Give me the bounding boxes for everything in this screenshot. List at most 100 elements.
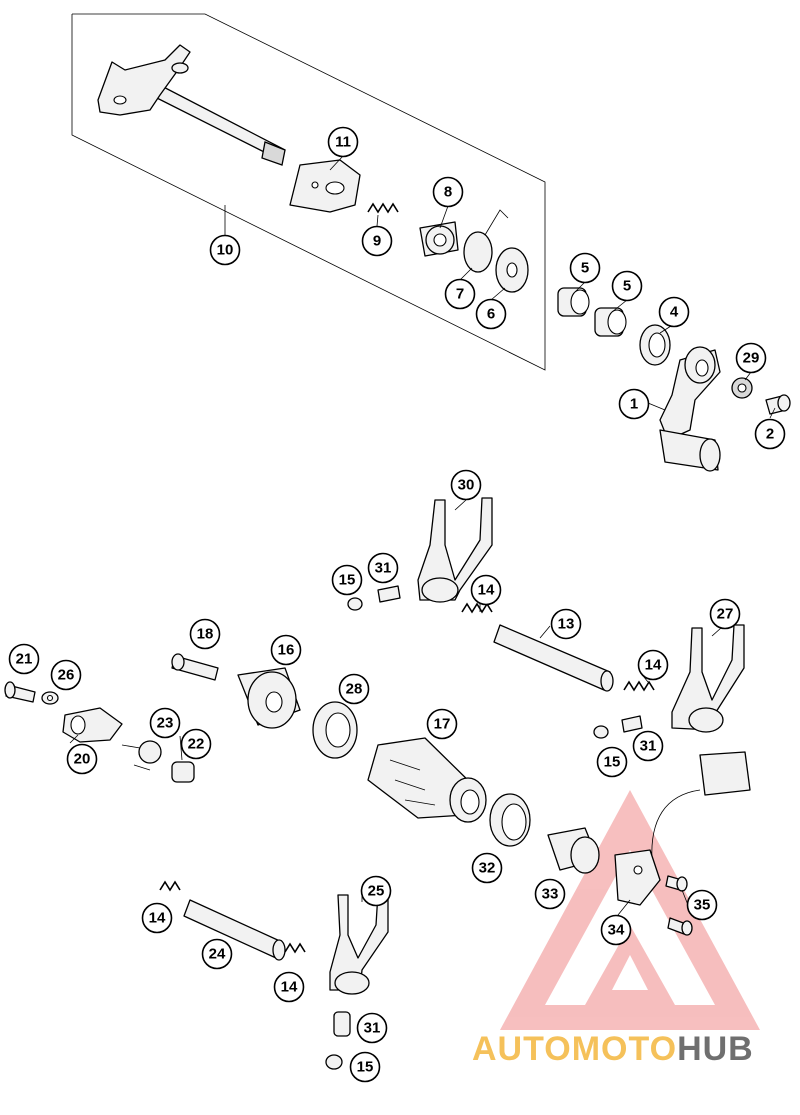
callout-15b: 15 xyxy=(596,746,628,778)
detent-lever-set-part xyxy=(4,681,123,743)
callout-32: 32 xyxy=(471,852,503,884)
gear-sensor-34-part xyxy=(614,751,751,906)
callout-10: 10 xyxy=(209,234,241,266)
svg-text:21: 21 xyxy=(16,651,33,668)
watermark-text: AUTOMOTOHUB xyxy=(472,1030,792,1069)
detent-spring-part xyxy=(121,740,195,783)
sensor-cap-33-part xyxy=(547,827,600,874)
svg-text:5: 5 xyxy=(623,278,631,295)
callout-2: 2 xyxy=(754,418,786,450)
callout-21: 21 xyxy=(8,643,40,675)
svg-text:31: 31 xyxy=(375,560,392,577)
callout-34: 34 xyxy=(600,914,632,946)
callout-16: 16 xyxy=(270,634,302,666)
shift-fork-30-part xyxy=(417,497,493,603)
shift-plate-part xyxy=(289,159,361,213)
svg-text:24: 24 xyxy=(209,946,226,963)
circlip-part xyxy=(463,209,509,273)
callout-labels: 10 11 8 9 7 6 5 5 4 29 1 2 30 15 31 14 1… xyxy=(8,126,786,1083)
ring-32-part xyxy=(489,793,531,847)
callout-31b: 31 xyxy=(632,730,664,762)
svg-text:1: 1 xyxy=(630,396,638,413)
svg-text:15: 15 xyxy=(357,1059,374,1076)
callout-25: 25 xyxy=(360,875,392,907)
callout-9: 9 xyxy=(361,225,393,257)
callout-5b: 5 xyxy=(611,270,643,302)
svg-text:26: 26 xyxy=(58,667,75,684)
svg-text:7: 7 xyxy=(456,286,464,303)
svg-text:22: 22 xyxy=(188,736,205,753)
svg-text:28: 28 xyxy=(346,681,363,698)
svg-text:13: 13 xyxy=(558,616,575,633)
svg-text:25: 25 xyxy=(368,883,385,900)
callout-18: 18 xyxy=(189,618,221,650)
callout-1: 1 xyxy=(618,388,650,420)
shift-lever-part xyxy=(659,346,721,472)
svg-text:17: 17 xyxy=(434,716,451,733)
watermark-text-automoto: AUTOMOTO xyxy=(472,1030,678,1068)
watermark-text-hub: HUB xyxy=(677,1030,754,1068)
seal-part xyxy=(639,324,671,366)
callout-26: 26 xyxy=(50,659,82,691)
svg-text:5: 5 xyxy=(581,260,589,277)
pin-set-b-part xyxy=(593,715,643,739)
svg-text:11: 11 xyxy=(335,134,351,151)
callout-29: 29 xyxy=(735,342,767,374)
svg-text:35: 35 xyxy=(694,897,711,914)
callout-15a: 15 xyxy=(331,564,363,596)
watermark-logo xyxy=(500,790,760,1030)
shift-star-16-part xyxy=(237,667,301,729)
shift-rail-13-part xyxy=(493,624,614,692)
svg-text:8: 8 xyxy=(444,184,452,201)
callout-27: 27 xyxy=(709,598,741,630)
callout-30: 30 xyxy=(450,469,482,501)
assembly-frame-10 xyxy=(71,13,546,371)
svg-text:33: 33 xyxy=(542,886,559,903)
callout-14d: 14 xyxy=(273,971,305,1003)
callout-14c: 14 xyxy=(141,902,173,934)
svg-text:20: 20 xyxy=(74,751,91,768)
spring-14b-part xyxy=(623,680,655,692)
svg-text:27: 27 xyxy=(717,606,734,623)
callout-14b: 14 xyxy=(637,649,669,681)
bushing-part xyxy=(419,221,459,257)
callout-24: 24 xyxy=(201,938,233,970)
bolt-18-part xyxy=(171,653,219,681)
svg-text:14: 14 xyxy=(478,582,495,599)
screws-35-part xyxy=(665,875,693,936)
callout-6: 6 xyxy=(475,298,507,330)
shift-fork-27-part xyxy=(671,624,745,733)
callout-33: 33 xyxy=(534,878,566,910)
svg-text:29: 29 xyxy=(743,350,760,367)
callout-13: 13 xyxy=(550,608,582,640)
callout-7: 7 xyxy=(444,278,476,310)
spring-part xyxy=(367,202,399,214)
callout-14a: 14 xyxy=(470,574,502,606)
svg-text:30: 30 xyxy=(458,477,475,494)
svg-text:14: 14 xyxy=(149,910,166,927)
svg-text:14: 14 xyxy=(281,979,298,996)
svg-text:2: 2 xyxy=(766,426,774,443)
svg-text:31: 31 xyxy=(640,738,657,755)
shift-shaft-part xyxy=(97,44,286,166)
svg-text:15: 15 xyxy=(604,754,621,771)
callout-8: 8 xyxy=(432,176,464,208)
callout-20: 20 xyxy=(66,743,98,775)
callout-15c: 15 xyxy=(349,1051,381,1083)
svg-text:16: 16 xyxy=(278,642,295,659)
callout-17: 17 xyxy=(426,708,458,740)
svg-text:9: 9 xyxy=(373,233,381,250)
svg-text:15: 15 xyxy=(339,572,356,589)
callout-31c: 31 xyxy=(356,1012,388,1044)
svg-text:10: 10 xyxy=(217,242,234,259)
washer-bolt-part xyxy=(731,377,791,415)
bushing-pair-part xyxy=(557,287,627,337)
lower-rail-set-part xyxy=(159,880,389,1070)
pin-set-a-part xyxy=(347,585,401,611)
callout-22: 22 xyxy=(180,728,212,760)
callout-35: 35 xyxy=(686,889,718,921)
callout-31a: 31 xyxy=(367,552,399,584)
shift-drum-17-part xyxy=(367,737,487,823)
